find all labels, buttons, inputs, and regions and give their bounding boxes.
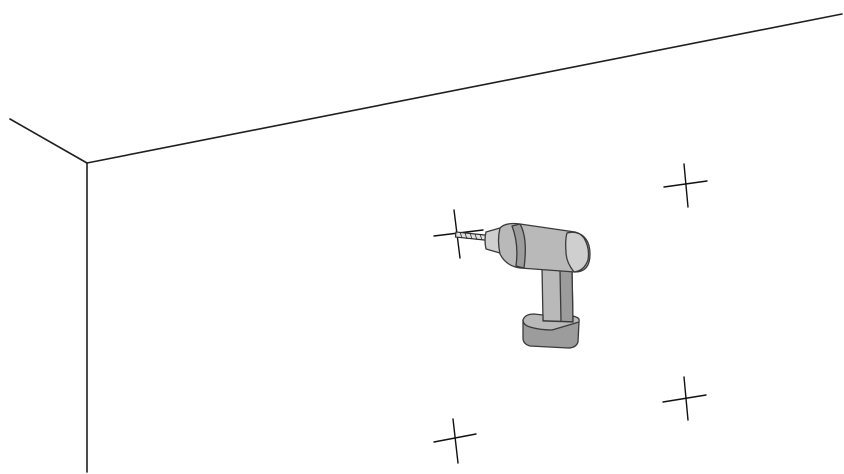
drill-body-shade bbox=[511, 223, 526, 269]
mark-bottom-left bbox=[433, 418, 477, 464]
ceiling-left-edge bbox=[9, 118, 88, 164]
cordless-drill-icon bbox=[454, 222, 591, 349]
drill-rear-cap bbox=[565, 231, 590, 273]
ceiling-wall-edge bbox=[86, 13, 843, 164]
drill-grip-shadow bbox=[559, 269, 574, 323]
drill-battery-top bbox=[522, 313, 580, 331]
drill-bit bbox=[454, 231, 489, 241]
mark-top-right bbox=[663, 163, 708, 208]
wall-edges bbox=[9, 13, 843, 473]
mark-bottom-right bbox=[662, 376, 707, 421]
